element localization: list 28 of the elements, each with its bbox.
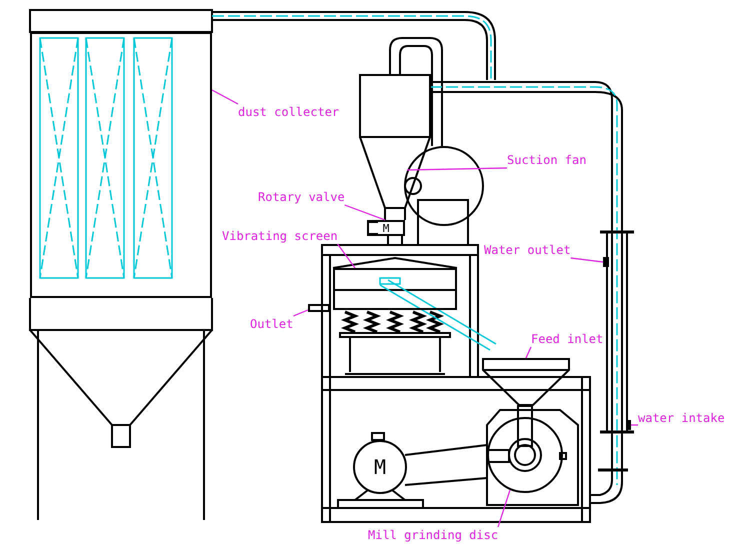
part-label: Mill grinding disc — [368, 527, 498, 543]
part-label: Feed inlet — [531, 331, 604, 347]
part-label: Vibrating screen — [222, 228, 338, 244]
leader-line — [337, 244, 356, 268]
feed-hopper — [482, 358, 570, 406]
grinding-disc-housing — [487, 417, 563, 493]
leader-line — [631, 424, 638, 426]
leader-line — [344, 204, 386, 221]
leader-line — [497, 490, 511, 528]
part-label: Rotary valve — [258, 189, 345, 205]
leader-line — [293, 309, 308, 317]
leader-line — [406, 167, 508, 171]
part-label: Outlet — [250, 316, 294, 332]
part-label: dust collecter — [238, 104, 340, 120]
leader-line — [570, 257, 604, 263]
outlet-pipe — [308, 304, 330, 312]
dust-collector-housing — [30, 32, 212, 298]
leader-line — [212, 89, 238, 105]
part-label: Suction fan — [507, 152, 586, 168]
motor: M — [353, 440, 407, 494]
suction-fan-housing — [404, 146, 484, 226]
water-intake-fitting — [626, 420, 631, 430]
part-label: water intake — [638, 410, 725, 426]
water-outlet-fitting — [603, 257, 609, 267]
rotary-valve: M — [367, 220, 405, 236]
leader-line — [525, 346, 532, 358]
vibrating-screen — [333, 268, 457, 310]
part-label: Water outlet — [484, 242, 571, 258]
